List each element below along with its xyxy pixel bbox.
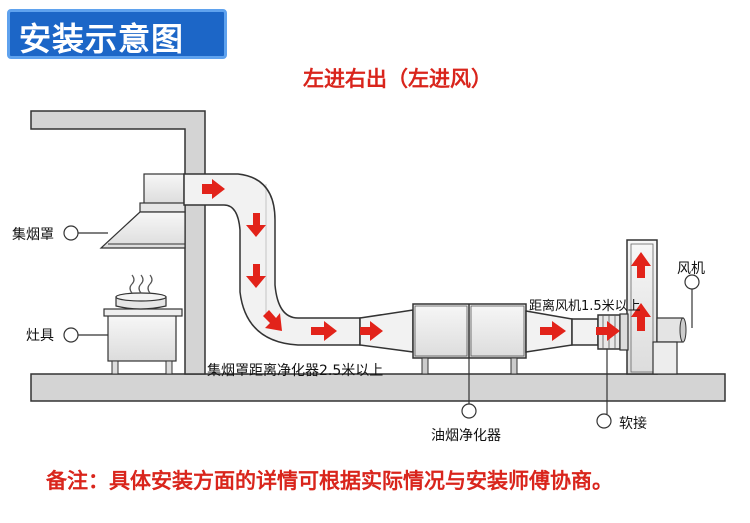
outlet-duct (571, 318, 599, 346)
purifier-callout (461, 403, 477, 419)
flow-arrow (246, 264, 266, 288)
flow-arrow (311, 321, 337, 341)
fan-label: 风机 (677, 261, 705, 277)
hood-label: 集烟罩 (12, 227, 54, 243)
hood-distance-label: 集烟罩距离净化器2.5米以上 (207, 363, 384, 379)
floor (30, 373, 726, 402)
flow-arrow (540, 321, 566, 341)
soft-joint-callout (596, 413, 612, 429)
flow-arrow (246, 213, 266, 237)
soft-joint-label: 软接 (619, 416, 647, 432)
range-hood (99, 173, 186, 249)
oil-fume-purifier (412, 303, 527, 375)
wall (30, 110, 206, 375)
fan-distance-label: 距离风机1.5米以上 (529, 299, 641, 314)
hood-callout (63, 225, 79, 241)
flow-arrow (202, 179, 225, 199)
page-title: 安装示意图 (19, 20, 185, 58)
flow-arrow (631, 303, 651, 331)
flow-arrow (596, 321, 620, 341)
note-text: 备注：具体安装方面的详情可根据实际情况与安装师傅协商。 (46, 469, 613, 493)
diagram-subtitle: 左进右出（左进风） (303, 67, 492, 91)
flow-arrow (263, 310, 282, 331)
stove-label: 灶具 (26, 328, 54, 344)
stove (103, 274, 183, 375)
title-badge (7, 9, 227, 59)
purifier-label: 油烟净化器 (431, 428, 501, 444)
flow-arrow (631, 252, 651, 278)
flow-arrow (360, 321, 383, 341)
stove-callout (63, 327, 79, 343)
duct (183, 173, 361, 346)
fan-callout (684, 274, 700, 290)
